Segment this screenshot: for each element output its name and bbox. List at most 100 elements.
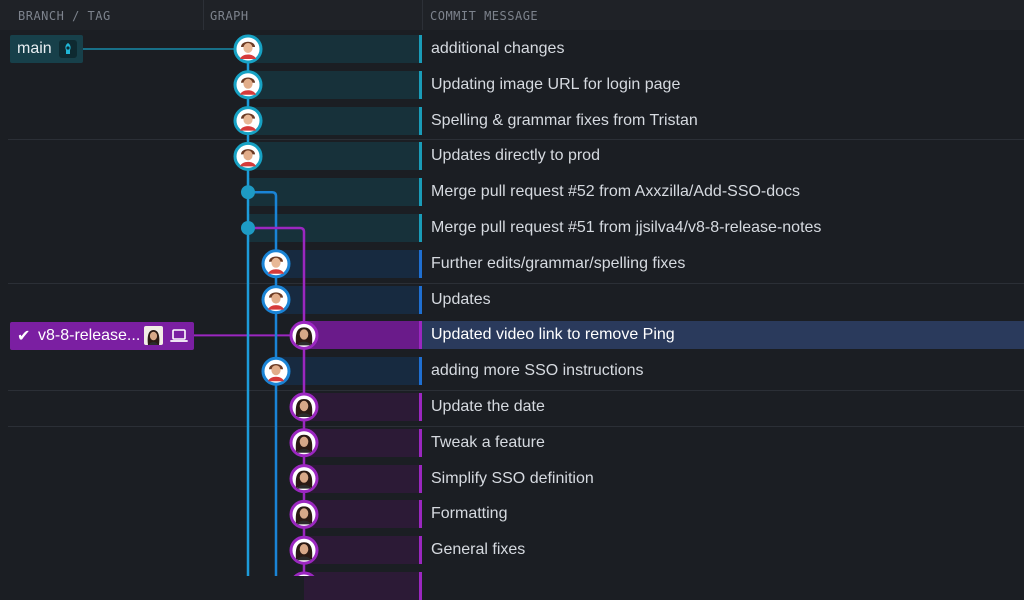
branch-label-main[interactable]: main [10,35,83,63]
avatar-face [271,293,281,304]
row-divider [8,283,1024,284]
check-icon: ✔ [17,328,31,345]
avatar-face [299,472,309,483]
avatar-shirt [297,520,311,525]
graph-row-highlight [304,321,419,350]
avatar-face [299,508,309,519]
lane-color-bar [419,214,422,242]
avatar-shirt [240,126,256,131]
cloud-icon [59,40,77,58]
commit-row[interactable]: Updates [419,285,1024,314]
commit-message: adding more SSO instructions [431,362,644,380]
lane-color-bar [419,428,422,457]
lane-color-bar [419,357,422,386]
commit-message: Formatting [431,505,508,523]
commit-row[interactable]: Formatting [419,500,1024,529]
branch-name: main [17,40,52,57]
commit-message: Updates [431,290,491,308]
lane-color-bar [419,536,422,565]
commit-message: Merge pull request #51 from jjsilva4/v8-… [431,219,822,236]
column-header: BRANCH / TAG GRAPH COMMIT MESSAGE [0,0,1024,30]
graph-row-highlight [304,536,419,565]
lane-color-bar [419,572,422,600]
lane-line [248,226,306,576]
lane-color-bar [419,142,422,171]
avatar-shirt [268,376,284,382]
graph-row-highlight [304,428,419,457]
commit-row[interactable]: Simplify SSO definition [419,464,1024,493]
commit-row[interactable]: Tweak a feature [419,428,1024,457]
graph-row-highlight [248,35,419,63]
graph-row-highlight [304,393,419,421]
graph-row-highlight [248,106,419,135]
commit-row[interactable]: Updated video link to remove Ping [419,321,1024,350]
lane-color-bar [419,35,422,63]
avatar [144,326,163,345]
avatar-shirt [268,269,284,274]
graph-row-highlight [276,357,419,386]
graph-row-highlight [304,500,419,529]
lane-color-bar [419,464,422,493]
commit-message: additional changes [431,40,565,57]
merge-commit-dot [241,221,255,235]
avatar-face [243,114,253,125]
branch-label-v8-8-release[interactable]: ✔ v8-8-release... [10,322,194,350]
avatar-shirt [240,54,256,59]
branch-tag-column-header[interactable]: BRANCH / TAG [18,9,111,23]
commit-row[interactable]: General fixes [419,536,1024,565]
laptop-icon [170,328,188,344]
row-divider [8,139,1024,140]
column-divider[interactable] [203,0,204,30]
lane-color-bar [419,285,422,314]
commit-message: Update the date [431,398,545,415]
graph-row-highlight [276,249,419,278]
merge-commit-dot [241,185,255,200]
graph-row-highlight [276,285,419,314]
commit-message: General fixes [431,541,526,559]
avatar-shirt [240,90,256,95]
branch-name: v8-8-release... [38,327,141,344]
commit-row[interactable]: Merge pull request #51 from jjsilva4/v8-… [419,214,1024,242]
lane-line [248,190,278,576]
avatar-shirt [297,341,311,346]
lane-color-bar [419,249,422,278]
commit-row[interactable]: Spelling & grammar fixes from Tristan [419,106,1024,135]
avatar-shirt [240,161,256,167]
lane-color-bar [419,178,422,207]
commit-avatar [293,571,315,576]
column-divider[interactable] [422,0,423,30]
avatar-face [299,400,309,412]
lane-color-bar [419,393,422,421]
avatar-shirt [297,556,311,561]
commit-row[interactable]: Update the date [419,393,1024,421]
graph-row-highlight [248,142,419,171]
avatar-face [299,544,309,555]
lane-color-bar [419,500,422,529]
commit-message: Further edits/grammar/spelling fixes [431,254,686,272]
commit-message: Updating image URL for login page [431,75,681,93]
avatar-face [243,150,253,161]
commit-row[interactable]: Merge pull request #52 from Axxzilla/Add… [419,178,1024,207]
avatar-shirt [297,413,311,417]
commit-row[interactable]: Updates directly to prod [419,142,1024,171]
graph-column-header[interactable]: GRAPH [210,9,249,23]
graph-row-highlight [304,464,419,493]
avatar-face [299,329,309,340]
commit-message-column-header[interactable]: COMMIT MESSAGE [430,9,539,23]
commit-message: Merge pull request #52 from Axxzilla/Add… [431,183,801,201]
row-divider [8,390,1024,391]
lane-color-bar [419,70,422,99]
avatar-shirt [268,305,284,310]
commit-message: Updated video link to remove Ping [431,326,675,344]
avatar-face [243,43,253,53]
commit-graph [83,34,319,576]
avatar-face [271,365,281,376]
avatar-face [243,78,253,89]
commit-row[interactable]: Updating image URL for login page [419,70,1024,99]
commit-message: Simplify SSO definition [431,469,594,487]
commit-row[interactable] [419,572,1024,600]
commit-row[interactable]: additional changes [419,35,1024,63]
commit-row[interactable]: adding more SSO instructions [419,357,1024,386]
commit-row[interactable]: Further edits/grammar/spelling fixes [419,249,1024,278]
graph-row-highlight [304,572,419,600]
